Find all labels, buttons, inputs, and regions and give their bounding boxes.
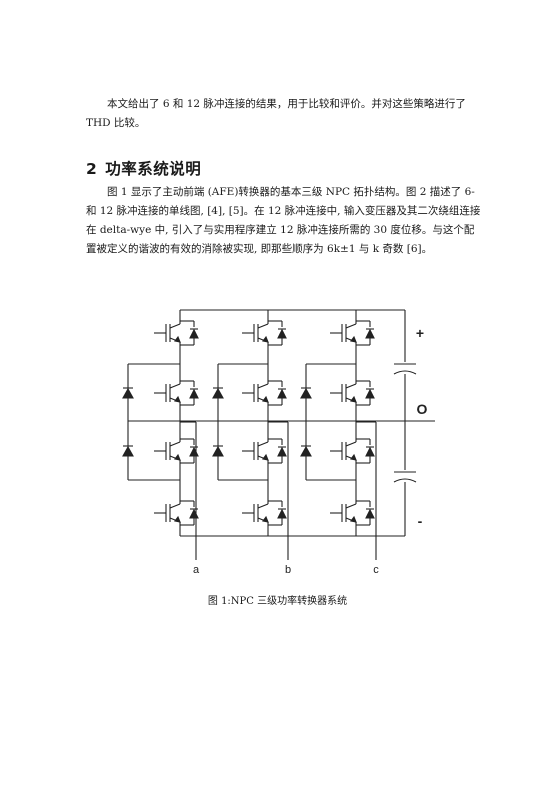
- leg-label-b: b: [285, 564, 291, 576]
- clamp-diode-c-upper: [300, 387, 312, 399]
- figure-caption: 图 1:NPC 三级功率转换器系统: [207, 596, 348, 607]
- clamp-diode-c-lower: [300, 445, 312, 457]
- section-title: 功率系统说明: [105, 160, 202, 178]
- igbt-c-1: [330, 315, 375, 351]
- npc-circuit-diagram: a b c + O -: [122, 309, 435, 576]
- igbt-b-3: [242, 433, 287, 469]
- section-heading: 2 功率系统说明: [86, 157, 201, 179]
- clamp-diode-b-upper: [212, 387, 224, 399]
- clamp-diode-a-lower: [122, 445, 134, 457]
- igbt-a-2: [154, 375, 199, 411]
- igbt-b-1: [242, 315, 287, 351]
- bus-label-positive: +: [416, 325, 424, 341]
- intro-paragraph: 本文给出了 6 和 12 脉冲连接的结果，用于比较和评价。并对这些策略进行了 T…: [86, 98, 466, 129]
- igbt-b-2: [242, 375, 287, 411]
- capacitor-upper: [393, 362, 417, 375]
- clamp-diode-a-upper: [122, 387, 134, 399]
- igbt-a-1: [154, 315, 199, 351]
- clamp-diode-b-lower: [212, 445, 224, 457]
- bus-label-neutral: O: [417, 401, 428, 417]
- section-number: 2: [86, 160, 98, 178]
- body-paragraph: 图 1 显示了主动前端 (AFE)转换器的基本三级 NPC 拓扑结构。图 2 描…: [86, 186, 481, 255]
- leg-label-c: c: [373, 564, 379, 576]
- igbt-c-4: [330, 495, 375, 531]
- bus-label-negative: -: [418, 513, 423, 529]
- igbt-c-3: [330, 433, 375, 469]
- igbt-c-2: [330, 375, 375, 411]
- leg-label-a: a: [193, 564, 200, 576]
- igbt-a-4: [154, 495, 199, 531]
- capacitor-lower: [393, 470, 417, 483]
- igbt-a-3: [154, 433, 199, 469]
- igbt-b-4: [242, 495, 287, 531]
